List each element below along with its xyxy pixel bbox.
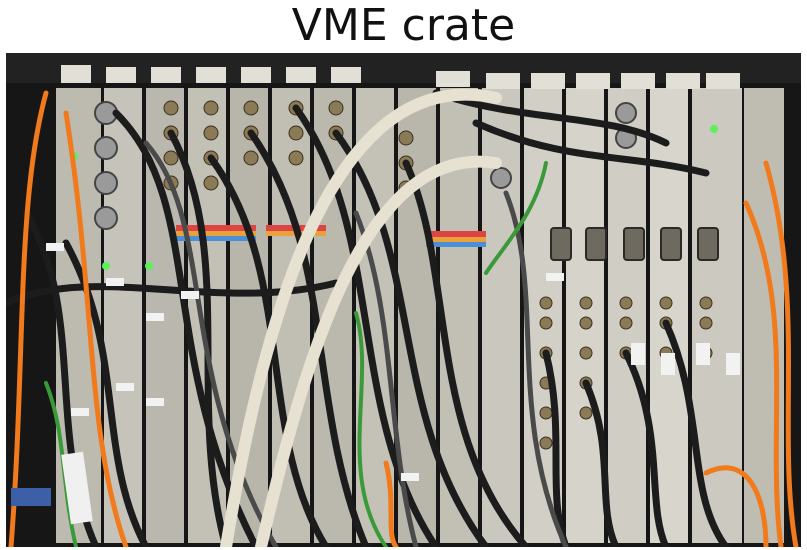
label-tags <box>11 451 93 525</box>
cable-ties <box>46 243 740 481</box>
figure-title: VME crate <box>291 0 516 51</box>
vme-crate-photo <box>6 53 801 547</box>
module-handles <box>61 65 740 89</box>
orange-cables <box>8 90 799 547</box>
beige-cables <box>220 88 502 547</box>
dsub-connectors <box>550 227 719 261</box>
vme-crate-illustration <box>6 53 801 547</box>
